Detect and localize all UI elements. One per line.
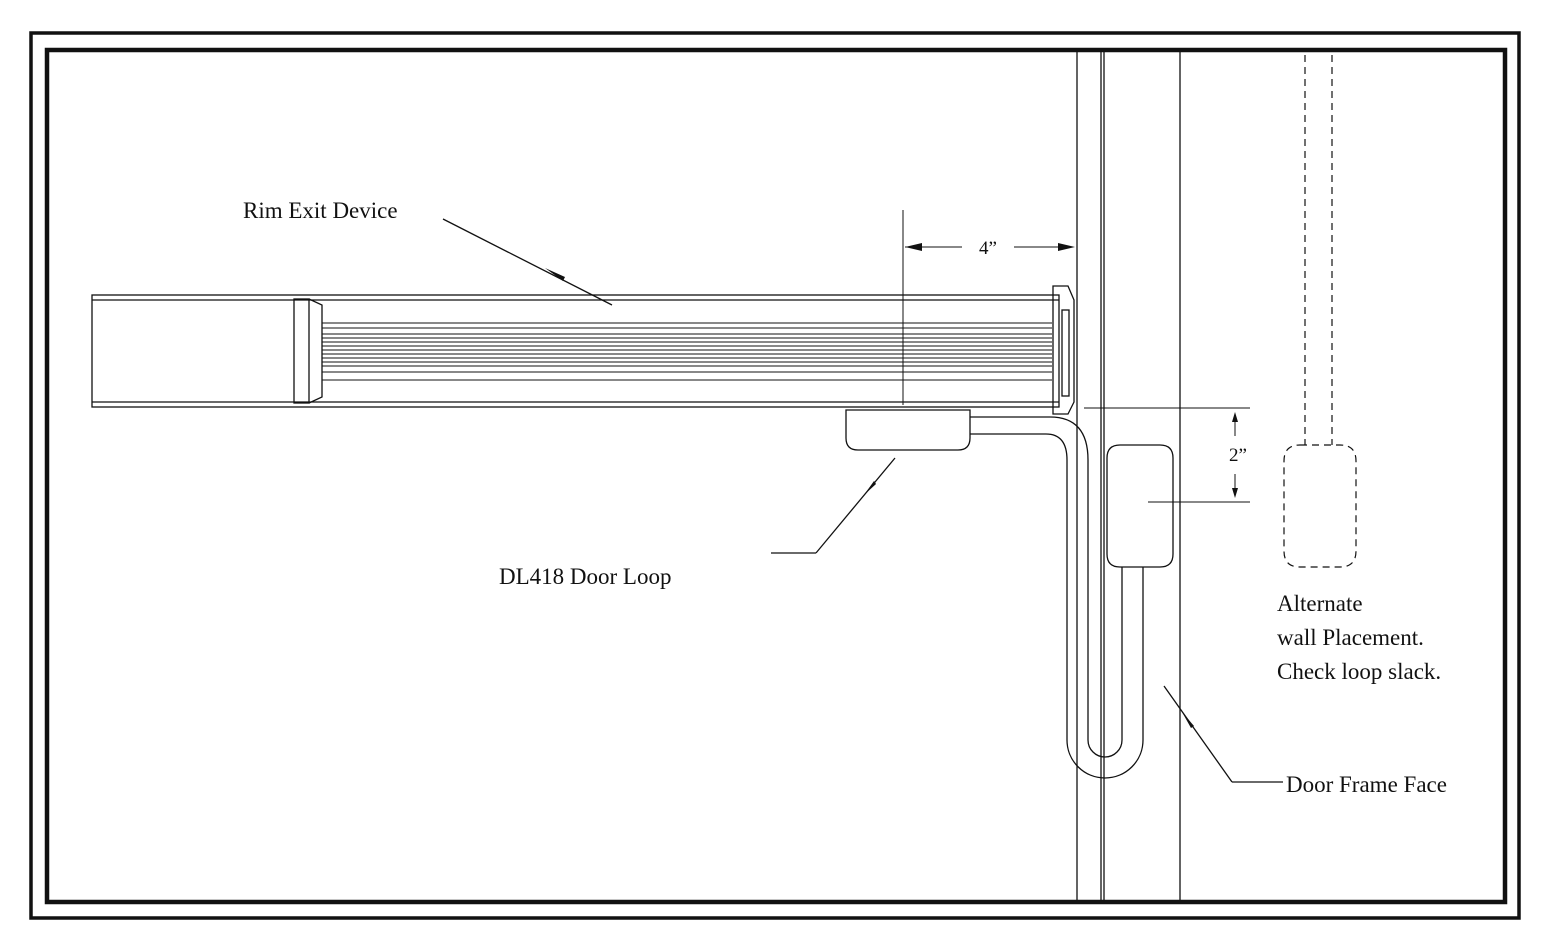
label-alternate-line2: wall Placement. (1277, 625, 1424, 650)
dimension-4in (902, 210, 1075, 405)
label-door-loop: DL418 Door Loop (499, 564, 671, 589)
door-loop (845, 409, 1174, 779)
inner-border (44, 47, 1508, 905)
outer-border (29, 31, 1521, 920)
leader-door-loop (771, 457, 896, 554)
label-rim-exit-device: Rim Exit Device (243, 198, 398, 223)
door-frame (1076, 52, 1181, 900)
dimension-4in-label: 4” (979, 238, 997, 259)
label-alternate-line1: Alternate (1277, 591, 1363, 616)
rim-exit-device (91, 285, 1075, 415)
leader-rim-exit (442, 218, 613, 306)
label-alternate-line3: Check loop slack. (1277, 659, 1441, 684)
label-door-frame-face: Door Frame Face (1286, 772, 1447, 797)
alternate-placement (1283, 55, 1357, 568)
dimension-2in-label: 2” (1229, 445, 1247, 466)
leader-door-frame (1163, 685, 1283, 783)
dimension-2in (1084, 407, 1250, 503)
